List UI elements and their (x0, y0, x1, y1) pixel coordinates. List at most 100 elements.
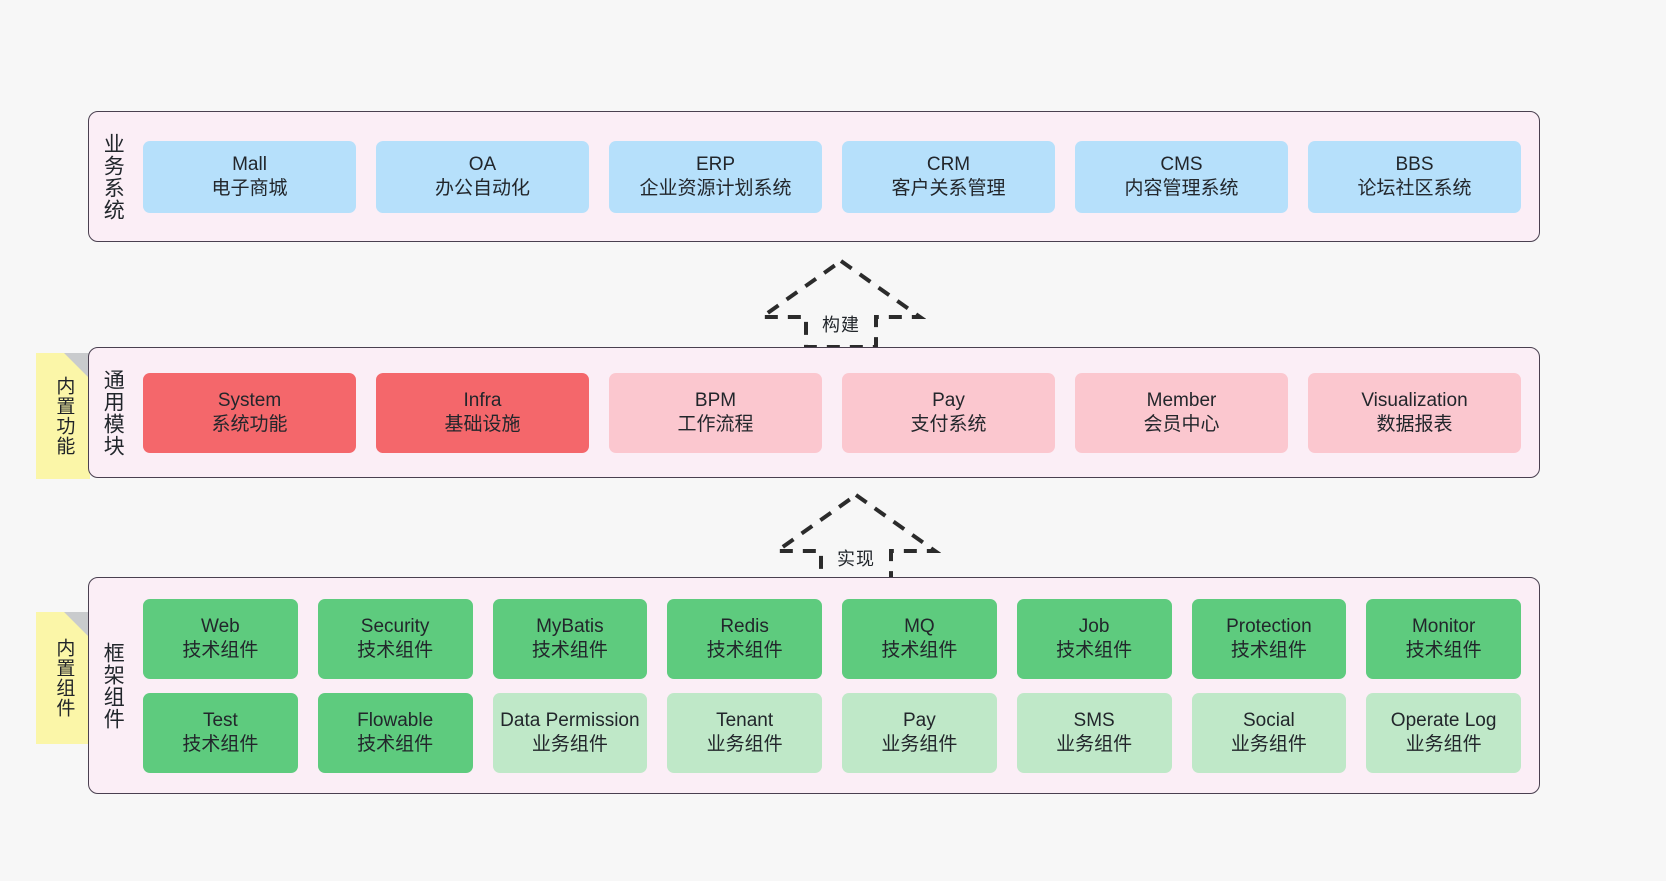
card-subtitle: 内容管理系统 (1124, 177, 1239, 199)
card-system[interactable]: System 系统功能 (143, 372, 356, 453)
card-operate-log[interactable]: Operate Log 业务组件 (1366, 692, 1521, 773)
card-data-permission[interactable]: Data Permission 业务组件 (492, 692, 648, 773)
card-title: BBS (1395, 154, 1434, 176)
card-pay-component[interactable]: Pay 业务组件 (842, 692, 997, 773)
card-subtitle: 客户关系管理 (891, 177, 1006, 199)
card-title: Web (201, 616, 240, 638)
row-business-components: Test 技术组件 Flowable 技术组件 Data Permission … (143, 692, 1521, 773)
connector-label-build: 构建 (822, 315, 860, 335)
card-subtitle: 技术组件 (1230, 639, 1307, 661)
card-subtitle: 工作流程 (677, 413, 754, 435)
card-mybatis[interactable]: MyBatis 技术组件 (492, 598, 648, 679)
card-subtitle: 技术组件 (357, 733, 434, 755)
card-member[interactable]: Member 会员中心 (1075, 372, 1288, 453)
card-erp[interactable]: ERP 企业资源计划系统 (609, 140, 822, 213)
card-title: System (217, 390, 282, 412)
card-redis[interactable]: Redis 技术组件 (667, 598, 822, 679)
connector-label-realize: 实现 (837, 549, 875, 569)
sticky-note-builtin-components: 内置组件 (36, 612, 90, 744)
card-title: Pay (932, 390, 965, 412)
card-subtitle: 技术组件 (182, 733, 259, 755)
card-subtitle: 业务组件 (706, 733, 783, 755)
card-title: BPM (694, 390, 737, 412)
page-fold-icon (64, 612, 90, 638)
up-arrow-icon (756, 258, 926, 349)
card-mall[interactable]: Mall 电子商城 (143, 140, 356, 213)
row-tech-components: Web 技术组件 Security 技术组件 MyBatis 技术组件 Redi… (143, 598, 1521, 679)
card-title: Flowable (357, 710, 434, 732)
card-title: Social (1243, 710, 1295, 732)
card-mq[interactable]: MQ 技术组件 (842, 598, 997, 679)
card-protection[interactable]: Protection 技术组件 (1191, 598, 1347, 679)
card-job[interactable]: Job 技术组件 (1016, 598, 1172, 679)
card-subtitle: 系统功能 (211, 413, 288, 435)
connector-realize: 实现 (771, 489, 941, 585)
card-pay[interactable]: Pay 支付系统 (842, 372, 1055, 453)
card-title: Infra (463, 390, 502, 412)
layer-common-modules: 通用模块 System 系统功能 Infra 基础设施 BPM 工作流程 Pay… (88, 347, 1540, 478)
card-subtitle: 技术组件 (881, 639, 958, 661)
card-security[interactable]: Security 技术组件 (317, 598, 473, 679)
card-title: CMS (1160, 154, 1203, 176)
layer-body-framework-components: Web 技术组件 Security 技术组件 MyBatis 技术组件 Redi… (135, 578, 1539, 793)
card-subtitle: 办公自动化 (434, 177, 530, 199)
card-test[interactable]: Test 技术组件 (143, 692, 298, 773)
card-crm[interactable]: CRM 客户关系管理 (842, 140, 1055, 213)
row-common-modules: System 系统功能 Infra 基础设施 BPM 工作流程 Pay 支付系统… (143, 372, 1521, 453)
card-social[interactable]: Social 业务组件 (1191, 692, 1347, 773)
connector-build: 构建 (756, 255, 926, 351)
page-fold-icon (64, 353, 90, 379)
card-subtitle: 业务组件 (881, 733, 958, 755)
card-monitor[interactable]: Monitor 技术组件 (1366, 598, 1521, 679)
card-subtitle: 业务组件 (531, 733, 608, 755)
card-subtitle: 基础设施 (444, 413, 521, 435)
card-title: Redis (720, 616, 769, 638)
card-title: OA (468, 154, 497, 176)
layer-body-common-modules: System 系统功能 Infra 基础设施 BPM 工作流程 Pay 支付系统… (135, 348, 1539, 477)
card-tenant[interactable]: Tenant 业务组件 (667, 692, 822, 773)
layer-framework-components: 框架组件 Web 技术组件 Security 技术组件 MyBatis 技术组件… (88, 577, 1540, 794)
card-subtitle: 业务组件 (1405, 733, 1482, 755)
card-subtitle: 技术组件 (182, 639, 259, 661)
card-subtitle: 数据报表 (1376, 413, 1453, 435)
layer-title-common-modules: 通用模块 (101, 368, 125, 457)
card-cms[interactable]: CMS 内容管理系统 (1075, 140, 1288, 213)
card-title: Mall (232, 154, 267, 176)
sticky-note-label: 内置功能 (53, 376, 75, 456)
card-title: Protection (1226, 616, 1312, 638)
card-title: Data Permission (500, 710, 640, 732)
card-web[interactable]: Web 技术组件 (143, 598, 298, 679)
layer-business-systems: 业务系统 Mall 电子商城 OA 办公自动化 ERP 企业资源计划系统 CRM… (88, 111, 1540, 242)
card-title: Member (1146, 390, 1217, 412)
card-title: SMS (1073, 710, 1115, 732)
sticky-note-label: 内置组件 (53, 638, 75, 718)
card-subtitle: 业务组件 (1056, 733, 1133, 755)
card-bpm[interactable]: BPM 工作流程 (609, 372, 822, 453)
card-sms[interactable]: SMS 业务组件 (1016, 692, 1172, 773)
card-visualization[interactable]: Visualization 数据报表 (1308, 372, 1521, 453)
card-subtitle: 企业资源计划系统 (639, 177, 792, 199)
card-title: Pay (903, 710, 936, 732)
card-subtitle: 支付系统 (910, 413, 987, 435)
card-subtitle: 技术组件 (1405, 639, 1482, 661)
layer-body-business-systems: Mall 电子商城 OA 办公自动化 ERP 企业资源计划系统 CRM 客户关系… (135, 112, 1539, 241)
card-subtitle: 业务组件 (1230, 733, 1307, 755)
layer-title-framework-components: 框架组件 (101, 641, 125, 730)
card-title: Visualization (1361, 390, 1468, 412)
card-subtitle: 技术组件 (706, 639, 783, 661)
card-title: ERP (695, 154, 736, 176)
card-subtitle: 技术组件 (531, 639, 608, 661)
layer-title-business-systems: 业务系统 (101, 132, 125, 221)
card-infra[interactable]: Infra 基础设施 (376, 372, 589, 453)
card-title: Operate Log (1390, 710, 1497, 732)
card-bbs[interactable]: BBS 论坛社区系统 (1308, 140, 1521, 213)
card-flowable[interactable]: Flowable 技术组件 (317, 692, 473, 773)
card-title: Security (360, 616, 430, 638)
card-title: Test (202, 710, 238, 732)
card-oa[interactable]: OA 办公自动化 (376, 140, 589, 213)
card-title: MQ (904, 616, 935, 638)
card-subtitle: 技术组件 (1056, 639, 1133, 661)
card-title: CRM (926, 154, 971, 176)
card-subtitle: 技术组件 (357, 639, 434, 661)
